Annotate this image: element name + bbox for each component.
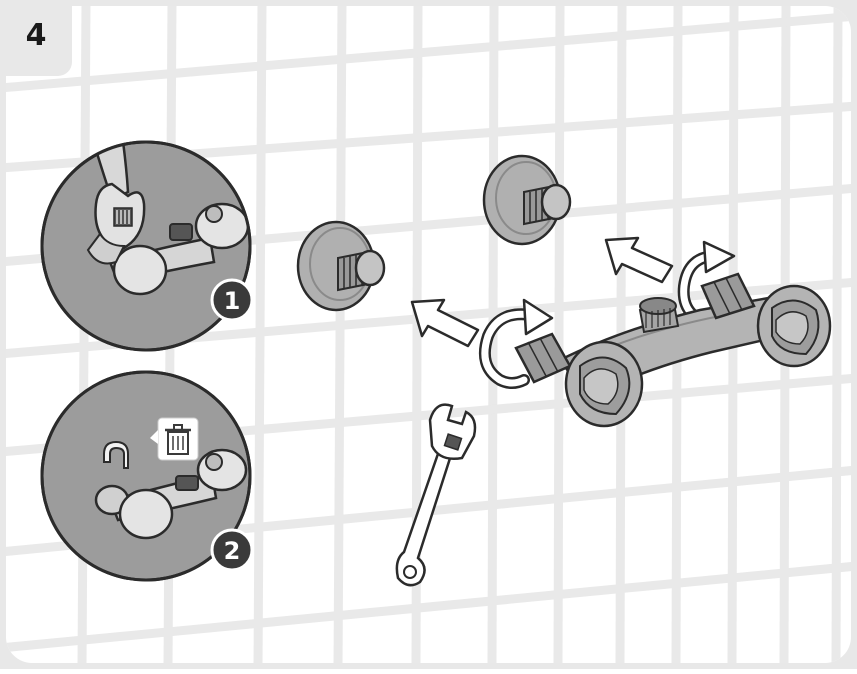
callout-number-badge-2: 2 [212, 530, 252, 570]
callout-number-1: 1 [224, 287, 241, 315]
detail-callout-2: 2 [42, 372, 252, 580]
step-number: 4 [26, 18, 47, 53]
callout-number-badge-1: 1 [212, 280, 252, 320]
callout-number-2: 2 [224, 537, 241, 565]
step-number-badge: 4 [0, 0, 72, 76]
